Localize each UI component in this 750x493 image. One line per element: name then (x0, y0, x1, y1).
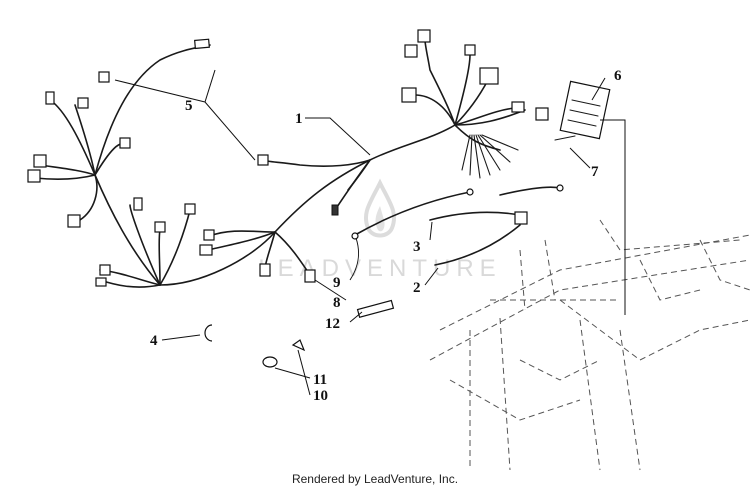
callout-11: 11 (313, 372, 327, 388)
vehicle-frame (429, 219, 750, 471)
flame-logo-icon (363, 178, 397, 238)
render-credit: Rendered by LeadVenture, Inc. (291, 472, 459, 486)
voltage-regulator (554, 80, 611, 141)
callout-7: 7 (591, 164, 599, 180)
callout-1: 1 (295, 111, 303, 127)
callout-5: 5 (185, 98, 193, 114)
callout-12: 12 (325, 316, 340, 332)
clips-and-sleeve (204, 299, 395, 368)
callout-3: 3 (413, 239, 421, 255)
leader-lines (114, 69, 626, 396)
callout-4: 4 (150, 333, 158, 349)
callout-labels: 1 2 3 4 5 6 7 8 9 10 11 12 (150, 68, 622, 404)
callout-9: 9 (333, 275, 341, 291)
callout-8: 8 (333, 295, 341, 311)
main-harness (34, 39, 526, 288)
callout-6: 6 (614, 68, 622, 84)
callout-2: 2 (413, 280, 421, 296)
harness-connectors (27, 29, 549, 287)
callout-10: 10 (313, 388, 328, 404)
battery-cables (351, 184, 564, 266)
